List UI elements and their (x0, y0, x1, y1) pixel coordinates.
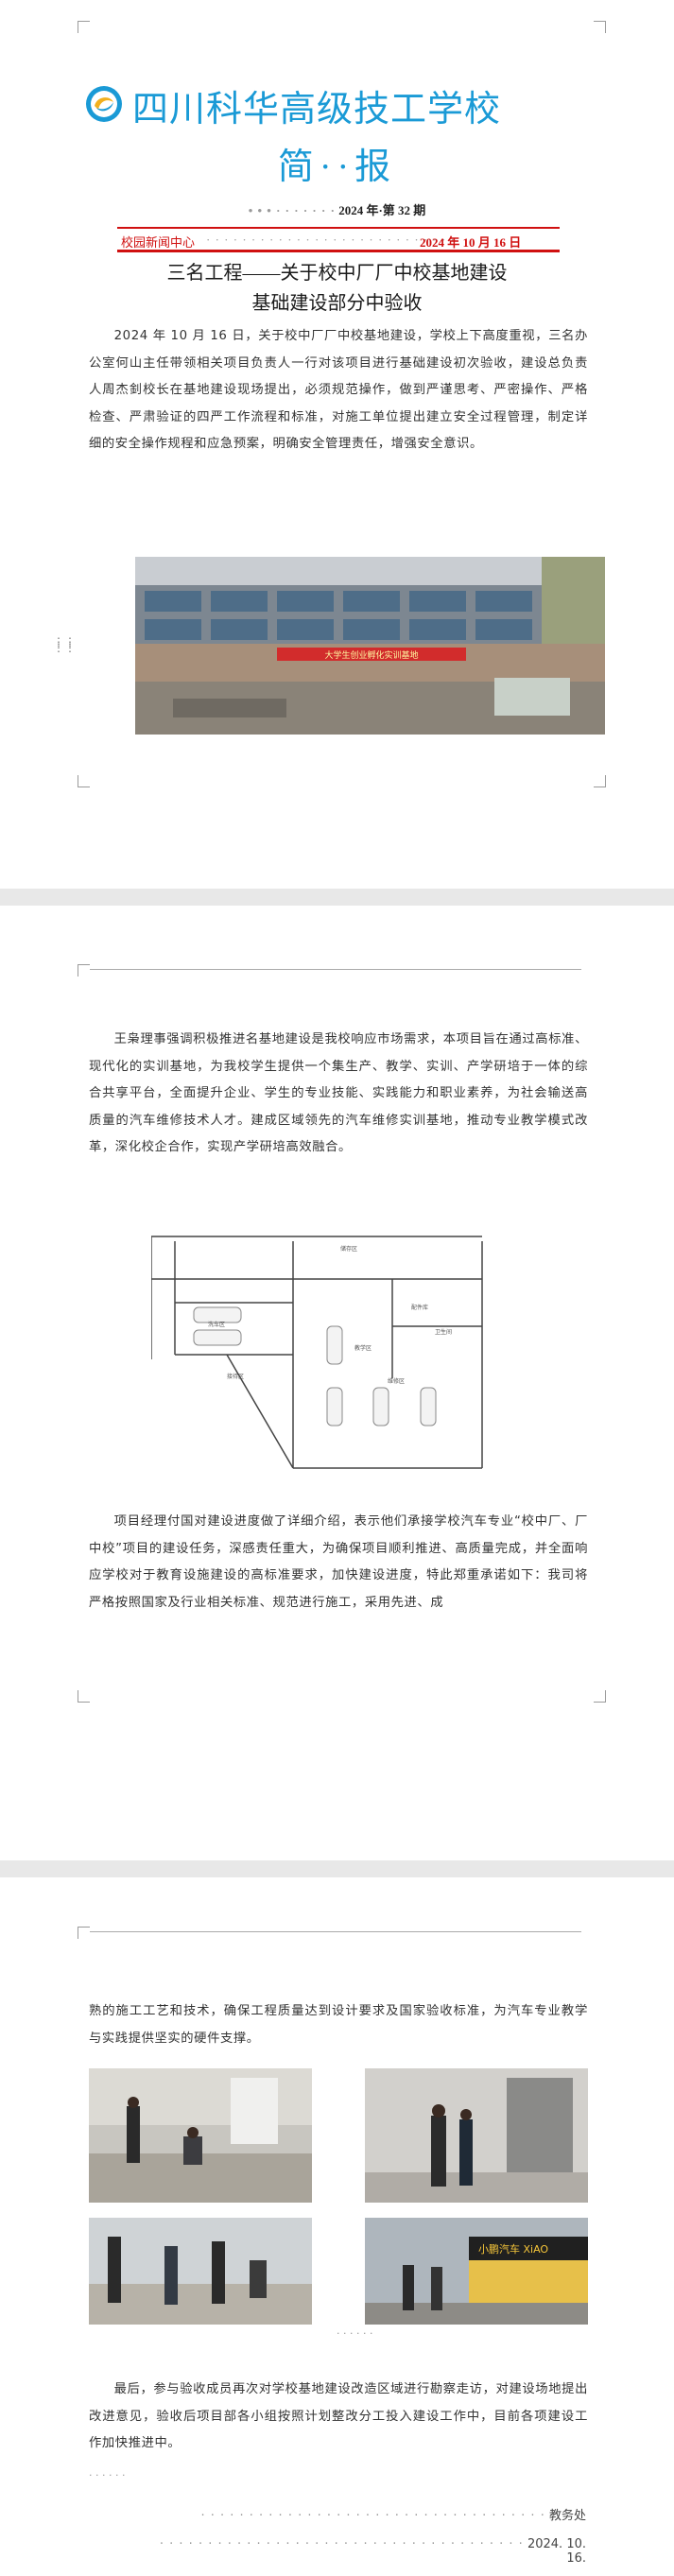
article-headline-line1: 三名工程——关于校中厂厂中校基地建设 (166, 263, 508, 284)
footer-date: · · · · · · · · · · · · · · · · · · · · … (159, 2537, 586, 2566)
document-page-1: 四川科华高级技工学校 简··报 • • • · · · · · · · 2024… (0, 0, 674, 889)
dot-leader: · · · · · · (89, 2469, 126, 2481)
room-label: 配件库 (411, 1304, 428, 1311)
dot-leader: · · · · · · (337, 2327, 373, 2340)
article-paragraph-1: 2024 年 10 月 16 日，关于校中厂厂中校基地建设，学校上下高度重视，三… (89, 329, 588, 451)
page-corner-mark (78, 1927, 90, 1939)
document-page-2: 王枭理事强调积极推进名基地建设是我校响应市场需求，本项目旨在通过高标准、现代化的… (0, 906, 674, 1860)
document-page-3: 熟的施工工艺和技术，确保工程质量达到设计要求及国家验收标准，为汽车专业教学与实践… (0, 1877, 674, 2576)
page-corner-mark (78, 964, 90, 977)
floor-plan-diagram: 储存区 洗车区 接待区 教学区 维修区 配件库 卫生间 (151, 1213, 539, 1487)
page-corner-mark (594, 1690, 606, 1703)
article-paragraph-4: 最后，参与验收成员再次对学校基地建设改造区域进行勘察走访，对建设场地提出改进意见… (89, 2382, 588, 2450)
page-corner-mark (78, 21, 90, 33)
building-banner-text: 大学生创业孵化实训基地 (324, 649, 418, 661)
room-label: 教学区 (354, 1344, 372, 1352)
building-photo: 大学生创业孵化实训基地 (135, 557, 605, 735)
news-center-label: 校园新闻中心 (121, 235, 196, 250)
page-corner-mark (78, 775, 90, 787)
room-label: 维修区 (388, 1377, 405, 1385)
site-photo-1 (89, 2068, 312, 2203)
site-photo-3 (89, 2218, 312, 2325)
article-headline-line2: 基础建设部分中验收 (251, 293, 423, 314)
bulletin-title: 简··报 (277, 147, 397, 187)
shop-sign-text: 小鹏汽车 XiAO (478, 2242, 548, 2256)
school-logo-icon (86, 86, 122, 122)
site-photo-4: 小鹏汽车 XiAO (365, 2218, 588, 2325)
publish-date: 2024 年 10 月 16 日 (420, 235, 522, 250)
article-paragraph-3: 项目经理付国对建设进度做了详细介绍，表示他们承接学校汽车专业“校中厂、厂中校”项… (89, 1514, 588, 1610)
room-label: 储存区 (340, 1245, 357, 1253)
site-photo-2 (365, 2068, 588, 2203)
drag-handle-icon[interactable]: ⋮⋮⋮⋮ (53, 635, 76, 654)
red-rule-bottom (117, 250, 560, 252)
issuing-department: · · · · · · · · · · · · · · · · · · · · … (200, 2509, 586, 2523)
room-label: 卫生间 (435, 1328, 452, 1336)
room-label: 接待区 (227, 1373, 244, 1380)
article-paragraph-2: 王枭理事强调积极推进名基地建设是我校响应市场需求，本项目旨在通过高标准、现代化的… (89, 1032, 588, 1154)
room-label: 洗车区 (208, 1321, 225, 1328)
page-corner-mark (594, 21, 606, 33)
header-divier (90, 1931, 581, 1932)
dot-leader: · · · · · · · · · · · · · · · · · · · · … (206, 233, 456, 247)
page-corner-mark (594, 775, 606, 787)
school-name: 四川科华高级技工学校 (132, 90, 502, 130)
issue-number: • • • · · · · · · · 2024 年·第 32 期 (248, 203, 426, 217)
article-paragraph-3-continued: 熟的施工工艺和技术，确保工程质量达到设计要求及国家验收标准，为汽车专业教学与实践… (89, 2004, 588, 2046)
page-corner-mark (78, 1690, 90, 1703)
red-rule-top (117, 227, 560, 229)
header-divider (90, 969, 581, 970)
